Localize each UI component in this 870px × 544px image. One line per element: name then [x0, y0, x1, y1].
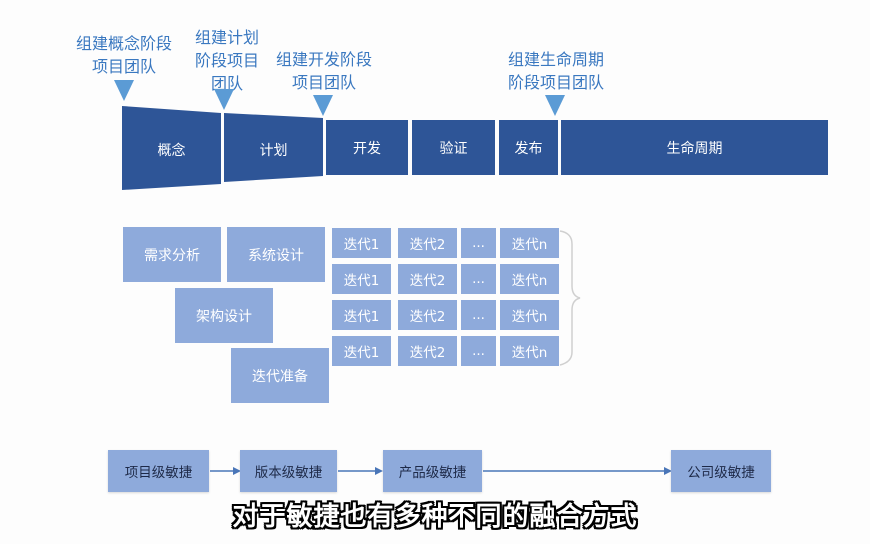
team-label-line: 项目团队 — [91, 57, 156, 76]
team-label-line: 组建概念阶段 — [75, 34, 172, 53]
iteration-cell: 迭代n — [500, 228, 559, 258]
phase-label-release: 发布 — [514, 141, 543, 157]
agile-level-project: 项目级敏捷 — [108, 450, 209, 492]
activity-architecture-design: 架构设计 — [175, 288, 273, 343]
phase-label-lifecycle: 生命周期 — [666, 141, 723, 157]
team-label-line: 项目团队 — [291, 73, 356, 92]
iteration-cell: 迭代2 — [398, 336, 457, 366]
iteration-cell: 迭代2 — [398, 228, 457, 258]
arrow-head-icon — [664, 467, 672, 475]
video-subtitle: 对于敏捷也有多种不同的融合方式 — [232, 502, 638, 532]
phase-block-concept — [122, 106, 221, 190]
phase-block-release — [499, 120, 558, 175]
iteration-cell: 迭代1 — [332, 336, 391, 366]
phase-label-plan: 计划 — [259, 143, 288, 159]
phase-label-concept: 概念 — [157, 143, 186, 159]
team-label-line: 阶段项目团队 — [507, 73, 604, 92]
marker-triangle-concept — [114, 80, 134, 101]
iteration-cell: 迭代1 — [332, 300, 391, 330]
phase-label-develop: 开发 — [353, 141, 381, 157]
arrow-head-icon — [233, 467, 241, 475]
phase-block-lifecycle — [561, 120, 828, 175]
iteration-cell: ... — [461, 300, 496, 330]
marker-triangle-develop — [313, 95, 333, 116]
phase-block-verify — [412, 120, 495, 175]
agile-level-product: 产品级敏捷 — [383, 450, 482, 492]
iteration-cell: ... — [461, 228, 496, 258]
team-label-line: 组建计划 — [194, 28, 259, 47]
iteration-cell: 迭代2 — [398, 300, 457, 330]
phase-label-verify: 验证 — [439, 141, 468, 157]
iterations-brace — [559, 230, 581, 366]
team-label-develop: 组建开发阶段 项目团队 — [268, 48, 380, 94]
team-label-line: 组建开发阶段 — [275, 50, 372, 69]
team-label-lifecycle: 组建生命周期 阶段项目团队 — [500, 48, 612, 94]
iteration-cell: 迭代1 — [332, 264, 391, 294]
team-label-line: 团队 — [210, 74, 243, 93]
iteration-cell: 迭代n — [500, 264, 559, 294]
iteration-cell: ... — [461, 264, 496, 294]
team-label-plan: 组建计划 阶段项目 团队 — [186, 26, 268, 95]
iteration-cell: 迭代n — [500, 336, 559, 366]
team-label-line: 组建生命周期 — [507, 50, 604, 69]
phase-block-develop — [326, 120, 408, 175]
activity-iteration-prep: 迭代准备 — [231, 348, 329, 403]
activity-requirements-analysis: 需求分析 — [123, 227, 221, 282]
iteration-cell: 迭代n — [500, 300, 559, 330]
arrow-head-icon — [375, 467, 383, 475]
iteration-cell: ... — [461, 336, 496, 366]
iteration-cell: 迭代1 — [332, 228, 391, 258]
team-label-concept: 组建概念阶段 项目团队 — [68, 32, 180, 78]
phase-block-plan — [224, 113, 323, 182]
activity-system-design: 系统设计 — [227, 227, 325, 282]
marker-triangle-lifecycle — [545, 95, 565, 116]
marker-triangle-plan — [214, 89, 234, 110]
agile-level-version: 版本级敏捷 — [240, 450, 337, 492]
team-label-line: 阶段项目 — [194, 51, 259, 70]
iteration-cell: 迭代2 — [398, 264, 457, 294]
agile-level-company: 公司级敏捷 — [671, 450, 771, 492]
